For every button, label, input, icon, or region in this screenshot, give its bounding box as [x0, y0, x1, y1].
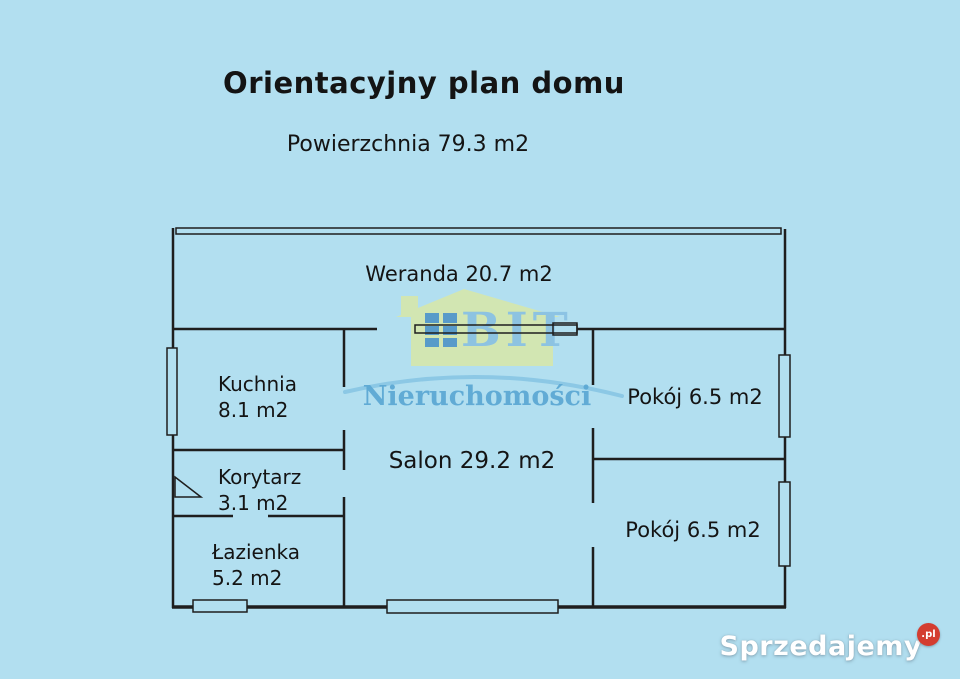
window-symbol-lazienka [192, 599, 248, 613]
room-area: 3.1 m2 [218, 491, 289, 515]
window-symbol-kuchnia [166, 347, 178, 436]
veranda-glazing-band [175, 227, 782, 235]
room-label-kuchnia: Kuchnia 8.1 m2 [218, 371, 297, 423]
swoosh-underline [343, 374, 624, 398]
room-label-lazienka: Łazienka 5.2 m2 [212, 539, 300, 591]
window-symbol-pokoj-dolny [778, 481, 791, 567]
window-symbol-inner-box [552, 322, 578, 336]
page-subtitle: Powierzchnia 79.3 m2 [286, 132, 530, 157]
sprzedajemy-pl-badge: .pl [917, 623, 940, 646]
room-name: Korytarz [218, 465, 302, 489]
watermark-brand-text: BIT [461, 303, 573, 358]
page-title: Orientacyjny plan domu [223, 66, 625, 100]
room-name: Łazienka [212, 540, 301, 564]
room-label-salon: Salon 29.2 m2 [388, 448, 556, 474]
sprzedajemy-logo-text: Sprzedajemy [719, 631, 922, 662]
room-name: Kuchnia [218, 372, 297, 396]
room-label-pokoj-gorny: Pokój 6.5 m2 [627, 385, 763, 409]
room-label-weranda: Weranda 20.7 m2 [365, 262, 553, 286]
room-label-pokoj-dolny: Pokój 6.5 m2 [625, 518, 761, 542]
window-pane-icon [425, 313, 457, 347]
room-label-korytarz: Korytarz 3.1 m2 [218, 464, 301, 516]
entrance-door-icon [174, 475, 204, 498]
watermark-sub-text: Nieruchomości [362, 381, 592, 412]
window-symbol-salon [386, 599, 559, 614]
room-area: 8.1 m2 [218, 398, 289, 422]
room-area: 5.2 m2 [212, 566, 283, 590]
window-symbol-pokoj-gorny [778, 354, 791, 438]
